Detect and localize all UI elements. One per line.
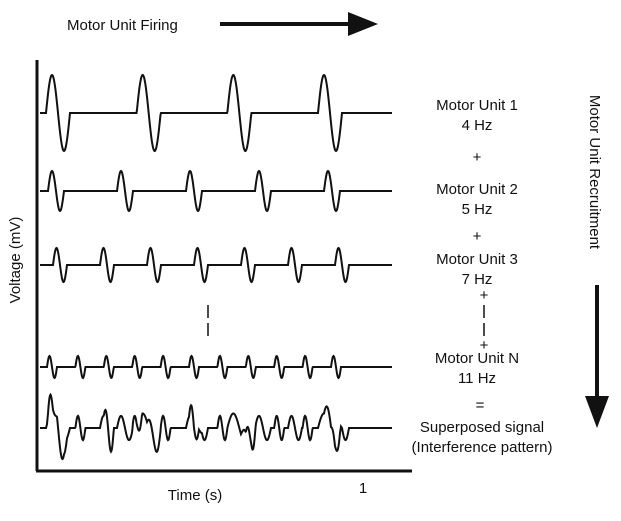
plus-3: + (480, 287, 489, 304)
x-tick-1: 1 (359, 480, 367, 497)
plus-2: + (473, 228, 482, 245)
unit-2-rate: 5 Hz (462, 201, 493, 218)
plus-4: + (480, 337, 489, 354)
unit-1-name: Motor Unit 1 (436, 97, 518, 114)
interference-pattern-label: (Interference pattern) (412, 439, 553, 456)
motor-unit-firing-label: Motor Unit Firing (67, 17, 178, 34)
recruitment-arrow-head (585, 396, 609, 428)
x-axis-label: Time (s) (168, 487, 222, 504)
unit-3-rate: 7 Hz (462, 271, 493, 288)
motor-unit-1-trace (40, 73, 392, 153)
motor-unit-n-trace (40, 354, 392, 380)
superposed-signal-trace (40, 392, 392, 461)
unit-3-name: Motor Unit 3 (436, 251, 518, 268)
motor-unit-2-trace (40, 169, 392, 213)
unit-1-rate: 4 Hz (462, 117, 493, 134)
firing-arrow-head (348, 12, 378, 36)
unit-n-rate: 11 Hz (458, 370, 496, 387)
unit-2-name: Motor Unit 2 (436, 181, 518, 198)
unit-n-name: Motor Unit N (435, 350, 519, 367)
equals-sign: = (476, 397, 485, 414)
motor-unit-3-trace (40, 246, 392, 284)
plus-1: + (473, 149, 482, 166)
superposed-signal-label: Superposed signal (420, 419, 544, 436)
y-axis-label: Voltage (mV) (7, 217, 24, 304)
motor-unit-recruitment-label: Motor Unit Recruitment (586, 95, 603, 250)
